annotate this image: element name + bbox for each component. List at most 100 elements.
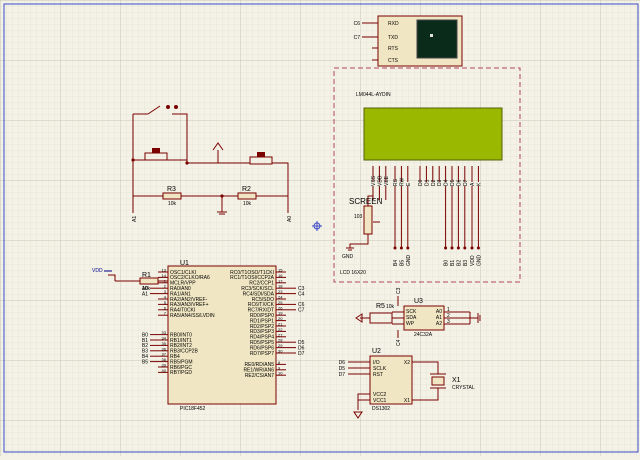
lcd-wire-end xyxy=(470,246,474,250)
mcu-right-net-label: C6 xyxy=(298,302,305,308)
mcu-right-pin-num: 20 xyxy=(278,316,283,321)
rtc-pin-sclk: SCLK xyxy=(373,366,387,372)
r3-value: 10k xyxy=(168,201,177,207)
lcd-pin-label: D6 xyxy=(456,179,462,186)
rtc-net-d5: D5 xyxy=(339,366,346,372)
lcd-pin-label: D1 xyxy=(424,179,430,186)
mcu-left-net-label: B1 xyxy=(142,338,148,344)
crystal-x1[interactable]: X1 CRYSTAL xyxy=(430,373,475,391)
lcd-title: LM044L-AYDIN xyxy=(356,92,391,98)
mcu-left-net-label: B2 xyxy=(142,343,148,349)
lcd-wire-end xyxy=(399,246,403,250)
lcd-pin-label: VEE xyxy=(384,175,390,186)
lcd-pin-label: VDD xyxy=(377,175,383,186)
eeprom-net-c4: C4 xyxy=(396,339,402,346)
lcd-ref: LCD 16X20 xyxy=(340,270,366,276)
r1-ref: R1 xyxy=(142,272,151,279)
lcd-pin-label: D7 xyxy=(463,179,469,186)
mcu-right-pin-num: 24 xyxy=(278,295,283,300)
lcd-wire-end xyxy=(444,246,448,250)
terminal-pin-txd: TXD xyxy=(388,35,398,41)
lcd-wire-end xyxy=(463,246,467,250)
terminal-net-c6: C6 xyxy=(354,21,361,27)
eeprom-pin-a2: A2 xyxy=(436,321,442,327)
lcd-pin-label: D0 xyxy=(418,179,424,186)
mcu-left-pin-num: 38 xyxy=(162,357,167,362)
lcd-net-label: GND xyxy=(476,255,482,267)
lcd-pin-label: K xyxy=(476,182,482,186)
mcu-left-pin-num: 2 xyxy=(164,284,167,289)
mcu-right-pin-num: 26 xyxy=(278,305,283,310)
eeprom-pin-sck: SCK xyxy=(406,309,417,315)
rtc-pin-rst: RST xyxy=(373,372,383,378)
mcu-left-pin-num: 36 xyxy=(162,346,167,351)
mcu-right-pin-name: RD7/PSP7 xyxy=(250,351,274,357)
rtc-pin-x2: X2 xyxy=(404,360,410,366)
lcd-pin-label: D5 xyxy=(450,179,456,186)
mcu-left-pin-name: RB2/INT2 xyxy=(170,343,192,349)
button-network[interactable]: R3 10k R2 10k A1 A0 xyxy=(131,105,293,222)
mcu-right-pin-name: RD2/PSP2 xyxy=(250,324,274,330)
lcd-pin-label: D3 xyxy=(437,179,443,186)
lcd-screen xyxy=(363,107,503,161)
lcd-net-label: B4 xyxy=(393,260,399,266)
rtc-net-d7: D7 xyxy=(339,372,346,378)
r3-ref: R3 xyxy=(167,186,176,193)
mcu-right-pin-num: 29 xyxy=(278,343,283,348)
lcd-pin-label: D4 xyxy=(444,179,450,186)
lcd-net-label: GND xyxy=(406,255,412,267)
mcu-right-pin-name: RC2/CCP1 xyxy=(249,281,274,287)
mcu-right-pin-num: 18 xyxy=(278,284,283,289)
mcu-left-pin-num: 39 xyxy=(162,363,167,368)
eeprom-24c32a[interactable]: U3 24C32A SCK SDA WP A0 A1 A2 1 2 3 R5 1… xyxy=(355,287,481,346)
lcd-wire-end xyxy=(450,246,454,250)
mcu-left-pin-num: 13 xyxy=(162,268,167,273)
mcu-right-pin-name: RD5/PSP5 xyxy=(250,340,274,346)
rtc-ds1302[interactable]: U2 DS1302 I/O SCLK RST VCC2 VCC1 X2 X1 D… xyxy=(339,348,439,419)
mcu-right-pin-num: 10 xyxy=(278,371,283,376)
eeprom-pin-a1: A1 xyxy=(436,315,442,321)
mcu-left-pin-num: 4 xyxy=(164,295,167,300)
crosshair-marker xyxy=(312,221,322,231)
mcu-left-pin-name: RB6/PGC xyxy=(170,365,192,371)
mcu-left-net-label: A1 xyxy=(142,291,148,297)
pot-gnd: GND xyxy=(342,254,354,260)
mcu-right-pin-name: RC3/SCK/SCL xyxy=(241,286,274,292)
pot-value: 103 xyxy=(354,214,363,220)
mcu-left-pin-num: 14 xyxy=(162,273,167,278)
mcu-right-pin-num: 19 xyxy=(278,311,283,316)
eeprom-ref: U3 xyxy=(414,298,423,305)
rtc-pin-vcc1: VCC1 xyxy=(373,398,387,404)
eeprom-pin-wp: WP xyxy=(406,321,415,327)
mcu-right-pin-num: 21 xyxy=(278,322,283,327)
r1-value: 10k xyxy=(142,286,151,292)
mcu-right-pin-num: 28 xyxy=(278,338,283,343)
mcu-right-pin-name: RC5/SDO xyxy=(252,297,274,303)
mcu-right-pin-name: RC7/RX/DT xyxy=(248,308,274,314)
mcu-left-pin-name: RB1/INT1 xyxy=(170,338,192,344)
mcu-left-pin-name: RA5/AN4/SS/LVDIN xyxy=(170,313,215,319)
rtc-ref: U2 xyxy=(372,348,381,355)
mcu-right-pin-name: RD0/PSP0 xyxy=(250,313,274,319)
mcu-right-pin-name: RD4/PSP4 xyxy=(250,335,274,341)
mcu-right-net-label: D5 xyxy=(298,340,305,346)
mcu-left-pin-name: RA4/T0CKI xyxy=(170,308,195,314)
lcd-wire-end xyxy=(456,246,460,250)
virtual-terminal[interactable]: RXD TXD RTS CTS C6 C7 xyxy=(354,15,463,67)
microcontroller[interactable]: U1 PIC18F452 OSC1/CLKI13OSC2/CLKO/RA614M… xyxy=(92,260,305,412)
r2-value: 10k xyxy=(243,201,252,207)
mcu-right-pin-name: RC0/T1OSO/T1CKI xyxy=(230,270,274,276)
mcu-right-pin-num: 17 xyxy=(278,278,283,283)
lcd-net-label: B2 xyxy=(456,260,462,266)
screen-potentiometer[interactable]: SCREEN 103 GND xyxy=(342,195,383,260)
eeprom-part: 24C32A xyxy=(414,332,433,338)
terminal-pin-rxd: RXD xyxy=(388,21,399,27)
mcu-left-pin-name: RB0/INT0 xyxy=(170,332,192,338)
mcu-left-pin-num: 7 xyxy=(164,311,167,316)
mcu-right-pin-num: 15 xyxy=(278,268,283,273)
lcd-net-label: VDD xyxy=(470,255,476,266)
mcu-left-pin-name: RA0/AN0 xyxy=(170,286,191,292)
